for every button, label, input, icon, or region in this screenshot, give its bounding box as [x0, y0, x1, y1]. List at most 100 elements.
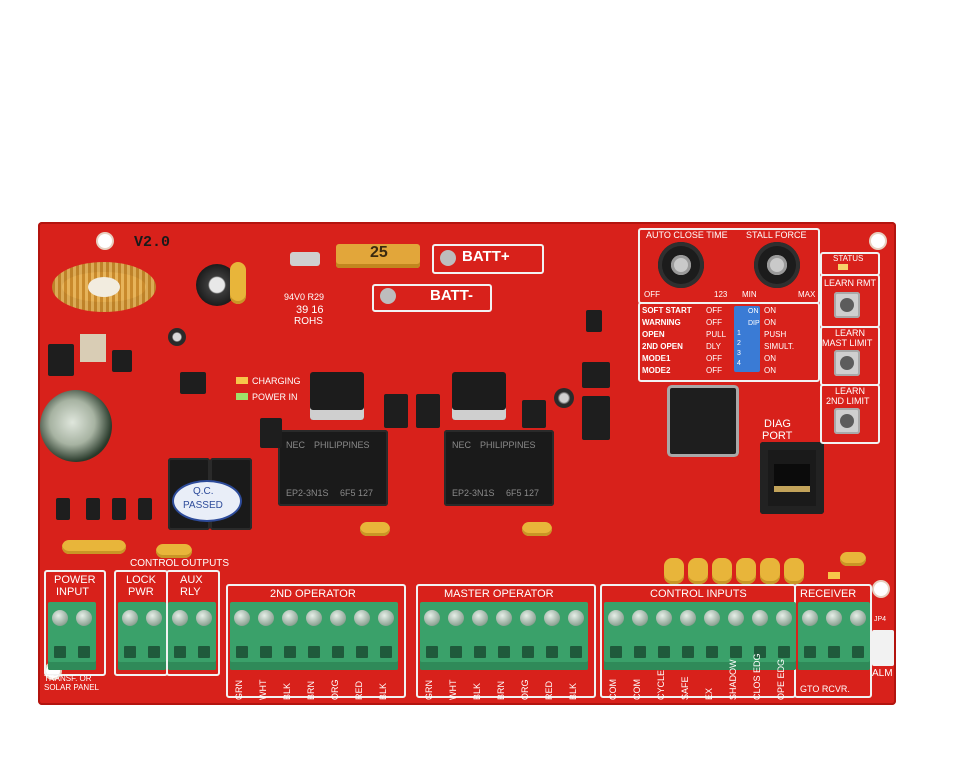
- dip-row-label: SOFT START: [642, 306, 692, 315]
- terminal-screw[interactable]: [330, 610, 346, 626]
- aux-rly-box: [166, 570, 220, 676]
- dip-num-4: 4: [737, 360, 741, 367]
- terminal-wire-slot: [804, 646, 816, 658]
- terminal-screw[interactable]: [424, 610, 440, 626]
- terminal-wire-slot: [474, 646, 486, 658]
- dip-on-label: ON: [748, 308, 759, 315]
- terminal-screw[interactable]: [608, 610, 624, 626]
- terminal-wire-slot: [332, 646, 344, 658]
- terminal-screw[interactable]: [354, 610, 370, 626]
- terminal-wire-slot: [174, 646, 186, 658]
- terminal-screw[interactable]: [850, 610, 866, 626]
- terminal-screw[interactable]: [752, 610, 768, 626]
- terminal-screw[interactable]: [472, 610, 488, 626]
- wire-color-label: COM: [608, 679, 618, 700]
- batt-pos-label: BATT+: [462, 248, 510, 265]
- led-charging-label: CHARGING: [252, 376, 301, 386]
- circuit-board: V2.0 25 BATT+ BATT- 94V0 R29 39 16 ROHS …: [38, 222, 896, 705]
- relay-left-model: EP2-3N1S: [286, 488, 329, 498]
- master-operator-box: [416, 584, 596, 698]
- terminal-wire-slot: [546, 646, 558, 658]
- terminal-screw[interactable]: [172, 610, 188, 626]
- alm-label: ALM: [872, 668, 893, 679]
- terminal-screw[interactable]: [122, 610, 138, 626]
- terminal-screw[interactable]: [448, 610, 464, 626]
- diode-d14: [522, 400, 546, 428]
- learn-2nd-box: [820, 384, 880, 444]
- terminal-screw[interactable]: [776, 610, 792, 626]
- terminal-screw[interactable]: [656, 610, 672, 626]
- terminal-wire-slot: [236, 646, 248, 658]
- board-version: V2.0: [134, 234, 171, 251]
- terminal-wire-slot: [610, 646, 622, 658]
- terminal-screw[interactable]: [258, 610, 274, 626]
- varistor-var2: [360, 522, 390, 536]
- terminal-screw[interactable]: [632, 610, 648, 626]
- auto-close-label: AUTO CLOSE TIME: [646, 230, 728, 240]
- terminal-screw[interactable]: [728, 610, 744, 626]
- terminal-screw[interactable]: [234, 610, 250, 626]
- receiver-led: [828, 572, 840, 579]
- terminal-screw[interactable]: [146, 610, 162, 626]
- stall-force-potentiometer[interactable]: [754, 242, 800, 288]
- rj45-opening: [774, 464, 810, 492]
- terminal-screw[interactable]: [282, 610, 298, 626]
- pot-min-label: MIN: [742, 290, 757, 299]
- terminal-screw[interactable]: [802, 610, 818, 626]
- terminal-wire-slot: [198, 646, 210, 658]
- wire-color-label: SHADOW: [728, 659, 738, 701]
- control-inputs-label: CONTROL INPUTS: [650, 588, 747, 600]
- alm-connector[interactable]: [872, 630, 894, 666]
- wire-color-label: CYCLE: [656, 669, 666, 700]
- learn-rmt-button[interactable]: [834, 292, 860, 318]
- terminal-screw[interactable]: [544, 610, 560, 626]
- terminal-screw[interactable]: [568, 610, 584, 626]
- mounting-hole-top-left: [98, 234, 112, 248]
- capacitor-large: [40, 390, 112, 462]
- terminal-screw[interactable]: [704, 610, 720, 626]
- rj45-diag-port[interactable]: [760, 442, 824, 514]
- learn-mast-limit-button[interactable]: [834, 350, 860, 376]
- second-operator-box: [226, 584, 406, 698]
- terminal-screw[interactable]: [520, 610, 536, 626]
- terminal-wire-slot: [634, 646, 646, 658]
- receiver-label: RECEIVER: [800, 588, 857, 600]
- diode-d7: [384, 394, 408, 428]
- diode-d5: [56, 498, 70, 520]
- dip-row-right-value: PUSH: [764, 330, 787, 339]
- mosfet-q5: [310, 372, 364, 420]
- relay-right-code: 6F5 127: [506, 488, 540, 498]
- diode-d6: [86, 498, 100, 520]
- qc-passed-sticker: [172, 480, 242, 522]
- batt-neg-terminal: [380, 288, 396, 304]
- terminal-wire-slot: [356, 646, 368, 658]
- led-power-in-label: POWER IN: [252, 392, 298, 402]
- terminal-wire-slot: [754, 646, 766, 658]
- wire-color-label: WHT: [448, 679, 458, 701]
- terminal-screw[interactable]: [306, 610, 322, 626]
- terminal-wire-slot: [570, 646, 582, 658]
- power-input-box: [44, 570, 106, 676]
- dip-row-right-value: ON: [764, 306, 776, 315]
- wire-color-label: WHT: [258, 679, 268, 701]
- terminal-screw[interactable]: [826, 610, 842, 626]
- terminal-screw[interactable]: [52, 610, 68, 626]
- pot-range-label: 123: [714, 290, 728, 299]
- varistor-r4: [736, 558, 756, 584]
- learn-2nd-limit-button[interactable]: [834, 408, 860, 434]
- aux-rly-line2: RLY: [180, 586, 201, 598]
- terminal-wire-slot: [308, 646, 320, 658]
- auto-close-potentiometer[interactable]: [658, 242, 704, 288]
- diag-port-line1: DIAG: [764, 418, 791, 430]
- dip-switch[interactable]: ON DIP 1 2 3 4: [734, 306, 760, 372]
- terminal-screw[interactable]: [496, 610, 512, 626]
- terminal-screw[interactable]: [196, 610, 212, 626]
- terminal-screw[interactable]: [680, 610, 696, 626]
- terminal-screw[interactable]: [378, 610, 394, 626]
- toroid-core: [88, 277, 120, 297]
- terminal-wire-slot: [706, 646, 718, 658]
- ic-5: [582, 362, 610, 388]
- terminal-screw[interactable]: [76, 610, 92, 626]
- master-operator-label: MASTER OPERATOR: [444, 588, 554, 600]
- ic-4: [582, 396, 610, 440]
